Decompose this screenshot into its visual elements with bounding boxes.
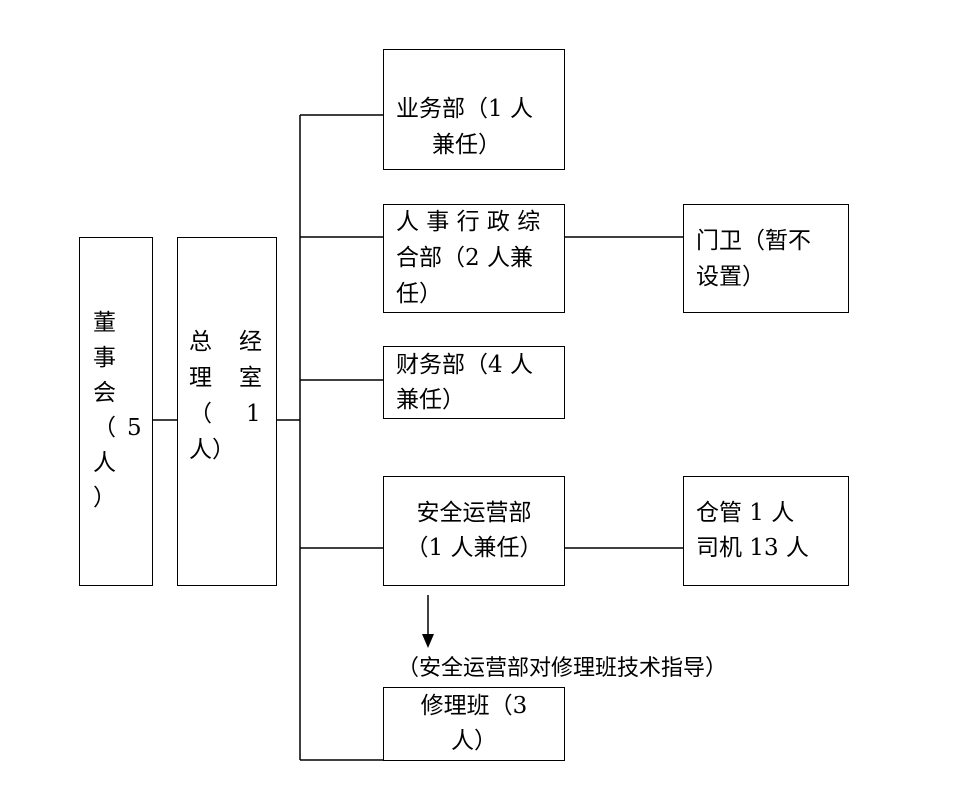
finance-dept-line-1: 财务部（4 人 <box>396 352 533 378</box>
safety-ops-dept-line-2: （1 人兼任） <box>405 535 543 561</box>
gm-char-right-2: 室 <box>239 365 262 391</box>
repair-team-line-2: 人） <box>451 728 497 754</box>
board-box: 董 事 会 （ 5 人 ） <box>79 237 153 586</box>
guidance-arrowhead <box>422 634 434 648</box>
finance-dept-line-2: 兼任） <box>396 387 465 413</box>
gatekeeper-line-2: 设置） <box>696 264 765 290</box>
business-dept-line-1: 业务部（1 人 <box>396 96 533 122</box>
gm-char-left-1: 总 <box>189 329 212 355</box>
gm-char-left-4: 人） <box>189 437 235 463</box>
business-dept-line-2: 兼任） <box>432 132 501 158</box>
warehouse-line: 仓管 1 人 <box>696 500 795 526</box>
finance-dept-box: 财务部（4 人 兼任） <box>383 346 565 419</box>
board-count: 5 <box>127 415 142 441</box>
board-char-1: 董 <box>93 310 116 336</box>
board-char-6: ） <box>93 485 116 511</box>
business-dept-box: 业务部（1 人 兼任） <box>383 49 565 170</box>
gm-char-right-1: 经 <box>239 329 262 355</box>
board-char-4: （ <box>93 415 116 441</box>
gatekeeper-line-1: 门卫（暂不 <box>696 228 811 254</box>
board-char-3: 会 <box>93 380 116 406</box>
hr-admin-dept-box: 人 事 行 政 综 合部（2 人兼 任） <box>383 204 565 313</box>
guidance-annotation: （安全运营部对修理班技术指导） <box>397 656 728 681</box>
gatekeeper-box: 门卫（暂不 设置） <box>683 204 849 313</box>
gm-char-left-3: （ <box>189 401 212 427</box>
warehouse-drivers-box: 仓管 1 人 司机 13 人 <box>683 476 849 586</box>
gm-char-right-3: 1 <box>246 401 261 427</box>
board-char-2: 事 <box>93 345 116 371</box>
hr-admin-dept-line-1: 人 事 行 政 综 <box>396 209 541 235</box>
safety-ops-dept-box: 安全运营部 （1 人兼任） <box>383 476 565 586</box>
gm-office-box: 总 理 （ 人） 经 室 1 <box>177 237 277 586</box>
board-char-5: 人 <box>93 450 116 476</box>
hr-admin-dept-line-3: 任） <box>396 281 442 307</box>
hr-admin-dept-line-2: 合部（2 人兼 <box>396 245 533 271</box>
repair-team-line-1: 修理班（3 <box>420 693 528 719</box>
gm-char-left-2: 理 <box>189 365 212 391</box>
drivers-line: 司机 13 人 <box>696 535 809 561</box>
safety-ops-dept-line-1: 安全运营部 <box>416 500 532 526</box>
repair-team-box: 修理班（3 人） <box>383 687 565 761</box>
